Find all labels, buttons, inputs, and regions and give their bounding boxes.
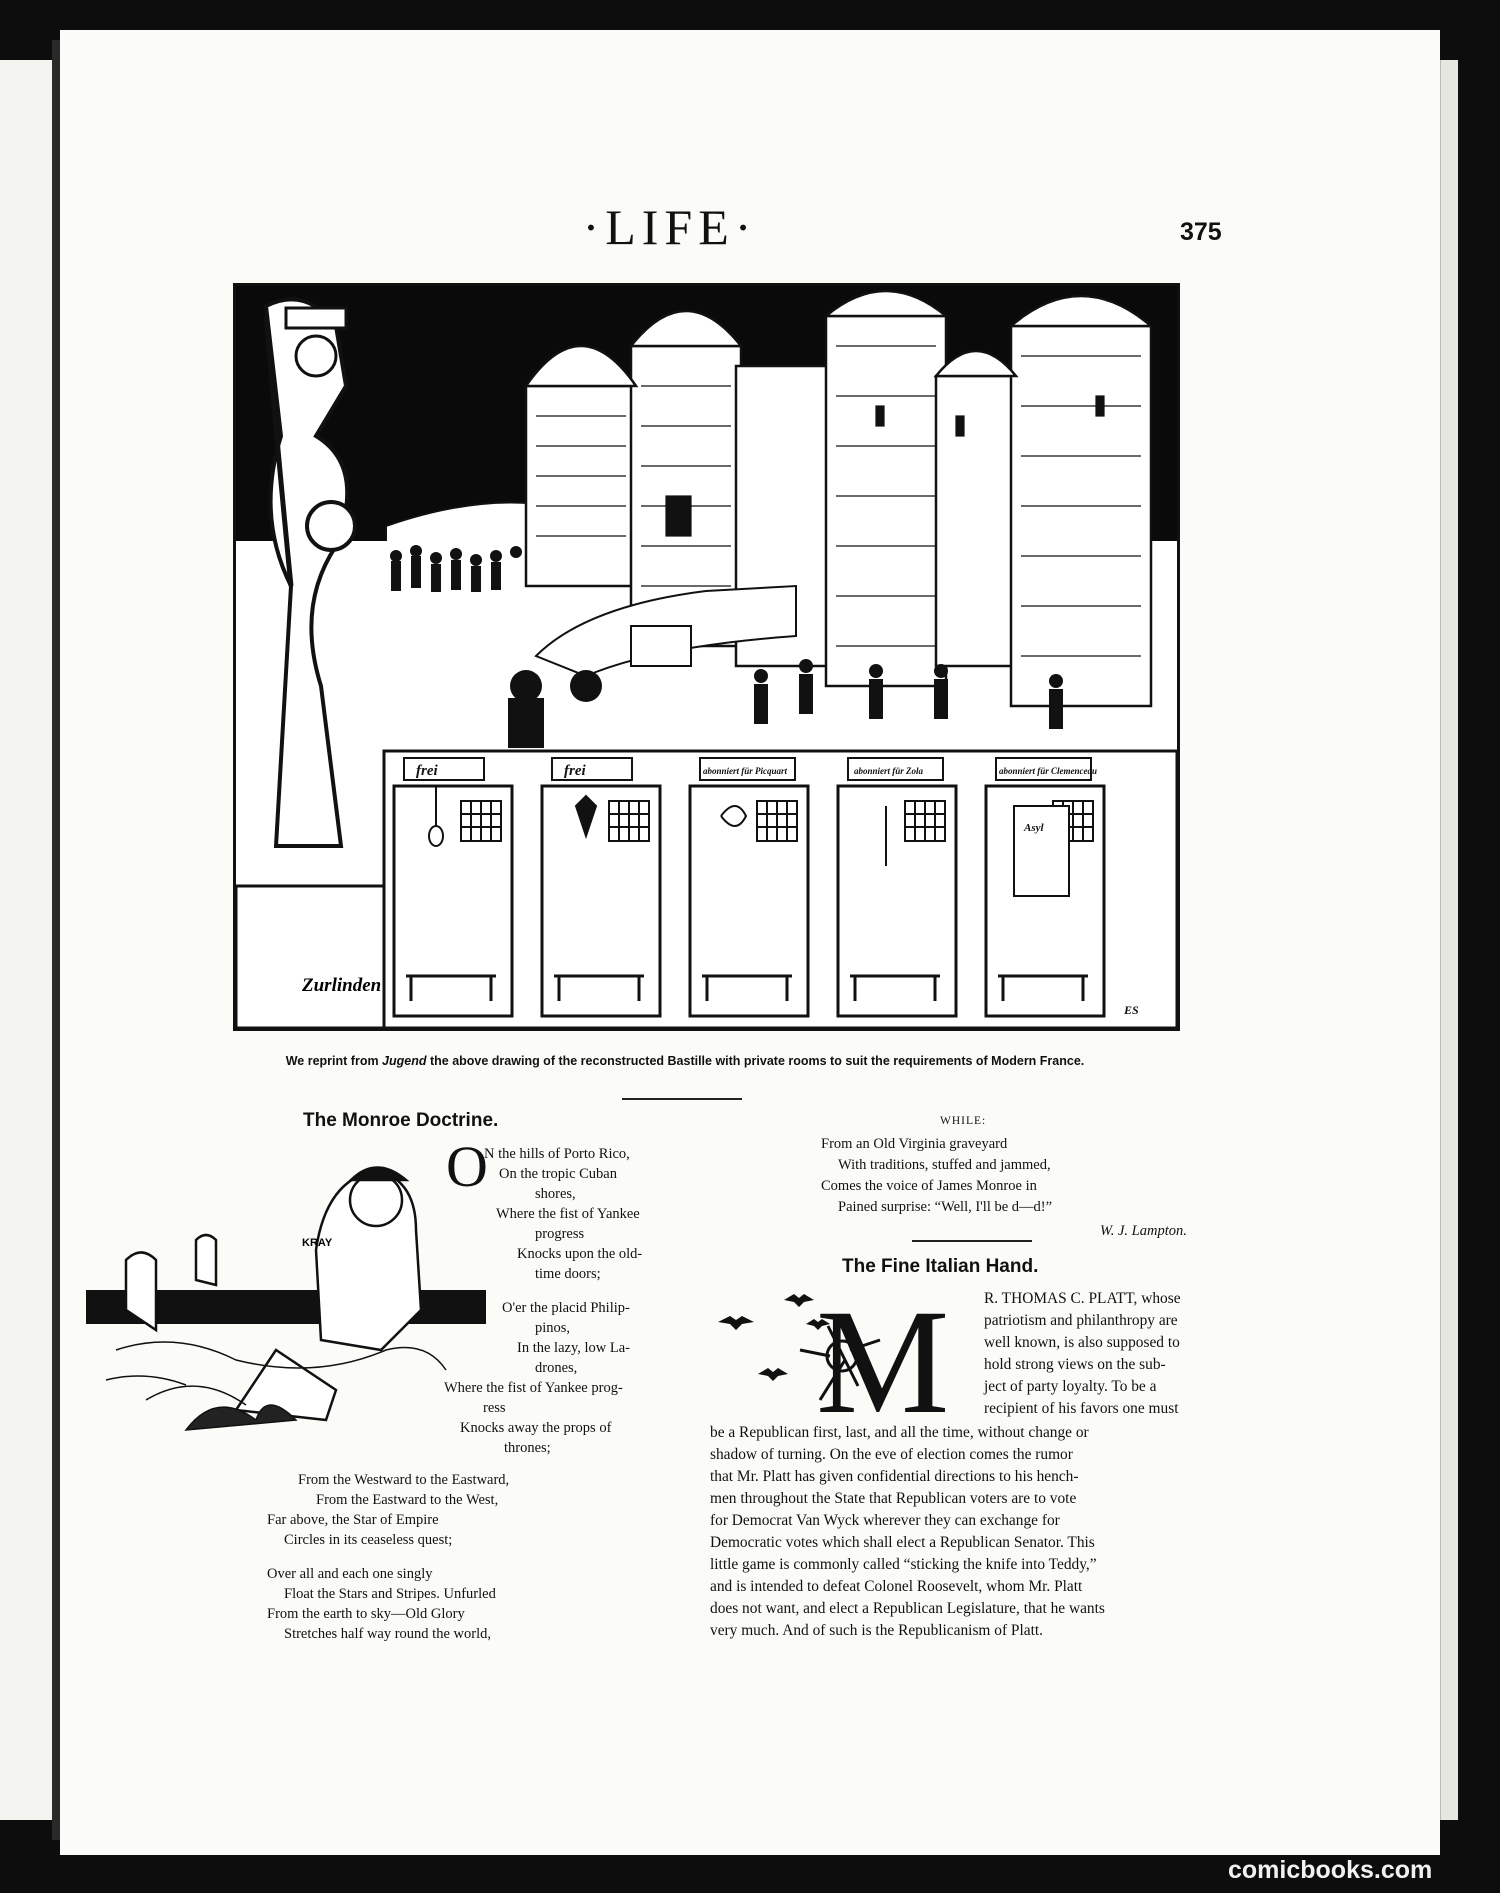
pedestal-label: Zurlinden bbox=[301, 975, 381, 996]
italian-line-2: patriotism and philanthropy are bbox=[984, 1312, 1178, 1329]
monroe-line-12: Where the fist of Yankee prog- bbox=[444, 1380, 623, 1396]
page-stack-edge bbox=[1440, 60, 1458, 1820]
monroe-line-22: From the earth to sky—Old Glory bbox=[267, 1606, 465, 1622]
bridge-arch bbox=[630, 625, 692, 667]
facing-page-edge bbox=[0, 60, 52, 1820]
italian-line-6: recipient of his favors one must bbox=[984, 1400, 1179, 1417]
caption-after: the above drawing of the reconstructed B… bbox=[426, 1054, 1085, 1068]
asylum-door-sign: Asyl bbox=[1023, 822, 1045, 834]
prison-cells: frei frei abonniert für Picquart abonnie… bbox=[382, 749, 1177, 1028]
illustration-caption: We reprint from Jugend the above drawing… bbox=[180, 1054, 1190, 1068]
italian-drop-cap: M bbox=[816, 1280, 949, 1420]
italian-line-7: be a Republican first, last, and all the… bbox=[710, 1424, 1089, 1441]
cell-sign-1: frei bbox=[416, 763, 438, 779]
monroe-line-20: Over all and each one singly bbox=[267, 1566, 433, 1582]
bastille-drawing: Zurlinden bbox=[236, 286, 1177, 1028]
monroe-drawing: KRAY bbox=[86, 1150, 486, 1480]
italian-line-12: Democratic votes which shall elect a Rep… bbox=[710, 1534, 1095, 1551]
cell-sign-4: abonniert für Zola bbox=[854, 766, 924, 776]
monroe-line-1: N the hills of Porto Rico, bbox=[484, 1146, 630, 1162]
masthead: ·LIFE· bbox=[582, 199, 758, 255]
monroe-line-19: Circles in its ceaseless quest; bbox=[284, 1532, 453, 1548]
while-label: WHILE: bbox=[940, 1115, 987, 1127]
monroe-line-4: Where the fist of Yankee bbox=[496, 1206, 640, 1222]
cell-sign-2: frei bbox=[564, 763, 586, 779]
italian-line-16: very much. And of such is the Republican… bbox=[710, 1622, 1043, 1639]
italian-line-8: shadow of turning. On the eve of electio… bbox=[710, 1446, 1073, 1463]
monroe-line-6: Knocks upon the old- bbox=[517, 1246, 643, 1262]
kray-label: KRAY bbox=[302, 1237, 333, 1249]
italian-line-1: R. THOMAS C. PLATT, whose bbox=[984, 1290, 1181, 1307]
italian-line-11: for Democrat Van Wyck wherever they can … bbox=[710, 1512, 1060, 1529]
pedestal bbox=[236, 884, 386, 1028]
monroe-line-23: Stretches half way round the world, bbox=[284, 1626, 491, 1642]
monroe-line-13: ress bbox=[483, 1400, 506, 1416]
monroe-line-10: In the lazy, low La- bbox=[517, 1340, 630, 1356]
while-line-3: Comes the voice of James Monroe in bbox=[821, 1178, 1037, 1194]
monroe-line-2: On the tropic Cuban bbox=[499, 1166, 617, 1182]
italian-line-3: well known, is also supposed to bbox=[984, 1334, 1180, 1351]
while-line-1: From an Old Virginia graveyard bbox=[821, 1136, 1008, 1152]
crowd bbox=[390, 545, 1063, 748]
italian-line-9: that Mr. Platt has given confidential di… bbox=[710, 1468, 1079, 1485]
monroe-line-18: Far above, the Star of Empire bbox=[267, 1512, 439, 1528]
monroe-line-5: progress bbox=[535, 1226, 585, 1242]
artist-monogram: ES bbox=[1123, 1003, 1139, 1017]
caption-before: We reprint from bbox=[285, 1054, 383, 1068]
column-divider bbox=[912, 1240, 1032, 1242]
italian-line-15: does not want, and elect a Republican Le… bbox=[710, 1600, 1105, 1617]
page-number: 375 bbox=[1180, 218, 1222, 246]
while-line-4: Pained surprise: “Well, I'll be d—d!” bbox=[838, 1199, 1053, 1215]
italian-line-14: and is intended to defeat Colonel Roosev… bbox=[710, 1578, 1083, 1595]
italian-title: The Fine Italian Hand. bbox=[842, 1256, 1039, 1277]
poem-attribution: W. J. Lampton. bbox=[1100, 1223, 1187, 1239]
while-line-2: With traditions, stuffed and jammed, bbox=[838, 1157, 1051, 1173]
book-gutter bbox=[52, 40, 60, 1840]
cell-sign-5: abonniert für Clemenceau bbox=[999, 766, 1097, 776]
monroe-line-7: time doors; bbox=[535, 1266, 601, 1282]
caption-source: Jugend bbox=[382, 1054, 427, 1068]
monroe-line-11: drones, bbox=[535, 1360, 578, 1376]
bat-ornaments bbox=[718, 1294, 830, 1381]
monroe-line-16: From the Westward to the Eastward, bbox=[298, 1472, 510, 1488]
section-divider bbox=[622, 1098, 742, 1100]
monroe-line-21: Float the Stars and Stripes. Unfurled bbox=[284, 1586, 496, 1602]
italian-drop-cap-art: M bbox=[710, 1279, 972, 1445]
italian-line-5: ject of party loyalty. To be a bbox=[984, 1378, 1157, 1395]
monroe-line-9: pinos, bbox=[535, 1320, 571, 1336]
monroe-drop-cap: O bbox=[446, 1134, 488, 1199]
monroe-line-17: From the Eastward to the West, bbox=[316, 1492, 499, 1508]
wall-hatching bbox=[536, 345, 1141, 657]
italian-line-13: little game is commonly called “sticking… bbox=[710, 1556, 1097, 1573]
site-watermark: comicbooks.com bbox=[1228, 1856, 1433, 1884]
monroe-line-14: Knocks away the props of bbox=[460, 1420, 612, 1436]
monroe-line-8: O'er the placid Philip- bbox=[502, 1300, 630, 1316]
italian-line-4: hold strong views on the sub- bbox=[984, 1356, 1166, 1373]
cell-sign-3: abonniert für Picquart bbox=[703, 766, 788, 776]
monroe-line-3: shores, bbox=[535, 1186, 576, 1202]
monroe-line-15: thrones; bbox=[504, 1440, 551, 1456]
officer-figure bbox=[263, 297, 357, 848]
monroe-title: The Monroe Doctrine. bbox=[303, 1110, 499, 1131]
italian-line-10: men throughout the State that Republican… bbox=[710, 1490, 1077, 1507]
bastille-illustration: Zurlinden bbox=[233, 283, 1180, 1031]
